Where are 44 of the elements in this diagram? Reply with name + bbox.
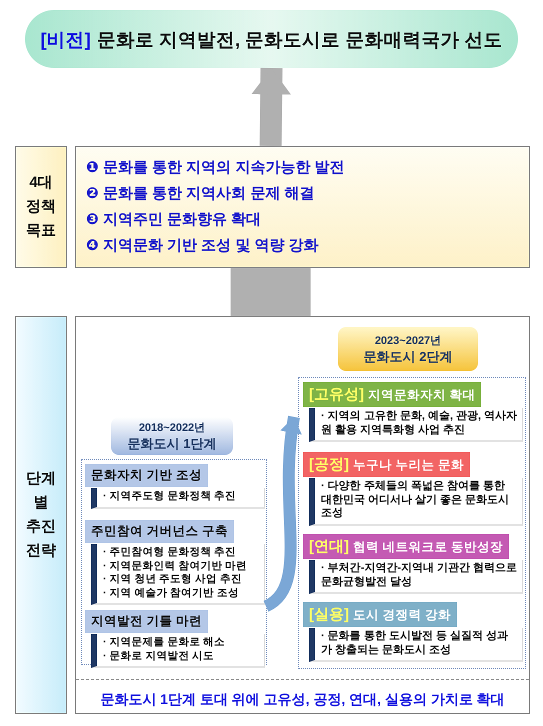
stage-badge bbox=[111, 417, 233, 455]
goal-item: ❹ 지역문화 기반 조성 및 역량 강화 bbox=[86, 236, 320, 256]
stage-badge bbox=[338, 327, 478, 371]
value-tag: [고유성] bbox=[309, 386, 364, 403]
goal-item: ❶ 문화를 통한 지역의 지속가능한 발전 bbox=[86, 158, 346, 178]
strategy-header: 문화자치 기반 조성 bbox=[85, 464, 208, 487]
section-label: 4대 정책 목표 bbox=[15, 146, 67, 268]
value-tag: [실용] bbox=[309, 606, 349, 623]
vision-tag: [비전] bbox=[40, 26, 91, 52]
bullet-item: · 다양한 주체들의 폭넓은 참여를 통한 대한민국 어디서나 살기 좋은 문화도시 조성 bbox=[321, 480, 510, 520]
connector-band bbox=[230, 268, 311, 316]
value-tag: [연대] bbox=[309, 538, 349, 555]
stage-container bbox=[81, 459, 267, 665]
strategy-header: 주민참여 거버넌스 구축 bbox=[85, 520, 234, 543]
bullet-item: · 지역의 고유한 문화, 예술, 관광, 역사자원 활용 지역특화형 사업 추진 bbox=[321, 410, 518, 437]
strategy-title: 도시 경쟁력 강화 bbox=[353, 608, 451, 622]
goals-panel bbox=[75, 146, 530, 268]
vision-text: 문화로 지역발전, 문화도시로 문화매력국가 선도 bbox=[96, 28, 503, 52]
bullet-item: · 지역 예술가 참여기반 조성 bbox=[103, 586, 240, 600]
stage-title: 문화도시 1단계 bbox=[126, 434, 218, 452]
goal-item: ❸ 지역주민 문화향유 확대 bbox=[86, 210, 262, 230]
up-arrow bbox=[251, 68, 291, 146]
bullet-item: · 부처간-지역간-지역내 기관간 협력으로 문화균형발전 달성 bbox=[321, 562, 518, 589]
bullet-item: · 지역 청년 주도형 사업 추진 bbox=[103, 573, 244, 586]
strategy-title: 협력 네트워크로 동반성장 bbox=[353, 540, 503, 554]
strategy-header: 지역발전 기틀 마련 bbox=[85, 610, 208, 633]
bullet-item: · 문화를 통한 도시발전 등 실질적 성과가 창출되는 문화도시 조성 bbox=[321, 630, 509, 657]
curved-arrow bbox=[262, 416, 303, 612]
bullet-item: · 문화로 지역발전 시도 bbox=[103, 650, 216, 663]
strategy-title: 지역문화자치 확대 bbox=[368, 388, 476, 402]
stage-period: 2018~2022년 bbox=[138, 420, 206, 434]
strategy-panel bbox=[75, 316, 530, 714]
section-label: 단계별 추진 전략 bbox=[15, 316, 67, 714]
value-tag: [공정] bbox=[309, 456, 349, 473]
summary-text: 문화도시 1단계 토대 위에 고유성, 공정, 연대, 실용의 가치로 확대 bbox=[99, 690, 506, 709]
bullet-item: · 지역문제를 문화로 해소 bbox=[103, 636, 226, 650]
bullet-item: · 지역문화인력 참여기반 마련 bbox=[103, 560, 248, 573]
stage-title: 문화도시 2단계 bbox=[362, 348, 454, 366]
bullet-item: · 지역주도형 문화정책 추진 bbox=[103, 490, 238, 504]
bullet-item: · 주민참여형 문화정책 추진 bbox=[103, 546, 238, 560]
strategy-title: 누구나 누리는 문화 bbox=[353, 458, 464, 472]
stage-period: 2023~2027년 bbox=[374, 334, 442, 348]
goal-item: ❷ 문화를 통한 지역사회 문제 해결 bbox=[86, 184, 316, 204]
stage-container bbox=[298, 377, 526, 669]
